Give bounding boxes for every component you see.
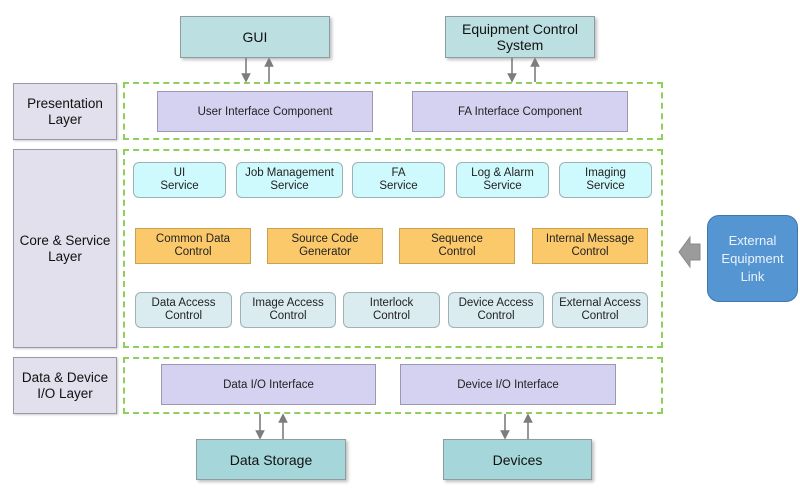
service-line1: UI: [173, 167, 186, 179]
control-line2: Control: [174, 246, 212, 258]
presentation-layer-line2: Layer: [48, 111, 82, 127]
user-interface-component-label: User Interface Component: [197, 105, 333, 118]
data-device-io-layer-label: Data & Device I/O Layer: [13, 357, 117, 414]
data-device-layer-container: [123, 357, 663, 414]
equipment-link-line1: External: [728, 232, 777, 248]
service-line2: Service: [379, 180, 418, 192]
presentation-layer-container: [123, 82, 663, 140]
data-device-layer-line1: Data & Device: [21, 369, 109, 385]
data-io-interface: Data I/O Interface: [161, 364, 376, 405]
equipment-control-label-line1: Equipment Control: [462, 21, 578, 37]
core-service-layer-label: Core & Service Layer: [13, 149, 117, 348]
access-line1: Data Access: [151, 297, 216, 309]
service-line1: FA: [391, 167, 406, 179]
external-equipment-link-box: External Equipment Link: [707, 215, 798, 302]
data-storage-box: Data Storage: [196, 439, 346, 480]
service-line2: Service: [160, 180, 199, 192]
user-interface-component: User Interface Component: [157, 91, 373, 132]
equipment-link-line2: Equipment: [721, 250, 784, 266]
presentation-layer-label: Presentation Layer: [13, 83, 117, 140]
service-line2: Service: [270, 180, 309, 192]
access-line2: Control: [477, 310, 515, 322]
access-line1: Interlock: [369, 297, 414, 309]
fa-interface-component: FA Interface Component: [412, 91, 628, 132]
access-line1: External Access: [559, 297, 641, 309]
device-io-interface-label: Device I/O Interface: [457, 378, 559, 391]
control-line1: Sequence: [431, 233, 483, 245]
access-line1: Image Access: [252, 297, 324, 309]
access-line2: Control: [372, 310, 411, 322]
core-layer-line1: Core & Service: [19, 232, 111, 248]
external-link-block-arrow: [678, 235, 701, 269]
access-line2: Control: [269, 310, 307, 322]
access-line1: Device Access: [458, 297, 534, 309]
control-line1: Common Data: [155, 233, 231, 245]
core-layer-line2: Layer: [48, 248, 82, 264]
data-io-interface-label: Data I/O Interface: [223, 378, 314, 391]
service-line1: Imaging: [585, 167, 626, 179]
devices-box: Devices: [443, 439, 592, 480]
equipment-link-line3: Link: [740, 268, 765, 284]
control-line2: Generator: [299, 246, 351, 258]
device-io-interface: Device I/O Interface: [400, 364, 616, 405]
equipment-control-label-line2: System: [496, 37, 544, 53]
access-line2: Control: [164, 310, 203, 322]
core-service-layer-container: [123, 149, 663, 348]
data-device-layer-line2: I/O Layer: [37, 385, 93, 401]
fa-interface-component-label: FA Interface Component: [457, 105, 583, 118]
devices-label: Devices: [492, 451, 543, 468]
control-line1: Source Code: [291, 233, 359, 245]
service-line1: Job Management: [245, 167, 334, 179]
data-storage-label: Data Storage: [229, 451, 313, 468]
gui-label: GUI: [242, 29, 268, 45]
control-line2: Control: [438, 246, 476, 258]
service-line2: Service: [586, 180, 625, 192]
access-line2: Control: [581, 310, 619, 322]
equipment-control-system-box: Equipment Control System: [445, 16, 595, 58]
control-line2: Control: [571, 246, 609, 258]
control-line1: Internal Message: [545, 233, 635, 245]
service-line2: Service: [483, 180, 522, 192]
gui-box: GUI: [180, 16, 330, 58]
presentation-layer-line1: Presentation: [27, 95, 103, 111]
service-line1: Log & Alarm: [471, 167, 534, 179]
